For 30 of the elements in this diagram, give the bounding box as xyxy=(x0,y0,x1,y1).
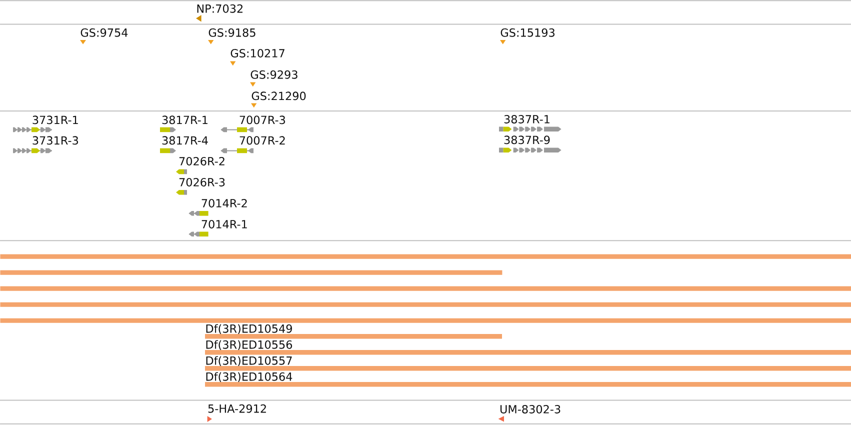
feature-bar xyxy=(0,254,851,259)
feature-label: 3817R-4 xyxy=(162,136,208,145)
feature-label: UM-8302-3 xyxy=(500,404,560,414)
feature-label: 7026R-3 xyxy=(179,178,225,186)
feature-label: NP:7032 xyxy=(197,4,242,13)
feature-label: 7014R-2 xyxy=(202,198,247,208)
feature-bar xyxy=(0,302,851,307)
feature-label: 7026R-2 xyxy=(179,156,224,166)
feature-label: GS:10217 xyxy=(230,48,284,58)
feature-label: 3817R-1 xyxy=(162,116,208,124)
feature-label: Df(3R)ED10556 xyxy=(206,340,292,350)
feature-label: 3731R-3 xyxy=(32,136,78,145)
feature-label: 3731R-1 xyxy=(32,116,78,124)
feature-label: GS:9754 xyxy=(80,28,128,37)
feature-label: 5-HA-2912 xyxy=(208,404,266,413)
feature-label: 7007R-2 xyxy=(240,136,285,145)
feature-bar xyxy=(0,318,851,323)
feature-label: GS:9185 xyxy=(208,28,256,37)
feature-label: Df(3R)ED10557 xyxy=(206,356,292,366)
feature-label: 7007R-3 xyxy=(240,116,285,124)
feature-label: Df(3R)ED10564 xyxy=(206,372,292,382)
feature-label: GS:15193 xyxy=(500,28,554,37)
feature-bar xyxy=(0,286,851,291)
feature-label: Df(3R)ED10549 xyxy=(206,324,292,334)
feature-label: GS:9293 xyxy=(250,70,298,79)
feature-label: 7014R-1 xyxy=(202,220,247,228)
feature-label: GS:21290 xyxy=(252,92,306,100)
feature-label: 3837R-9 xyxy=(504,136,550,144)
feature-label: 3837R-1 xyxy=(504,114,550,124)
feature-bar xyxy=(0,270,502,275)
